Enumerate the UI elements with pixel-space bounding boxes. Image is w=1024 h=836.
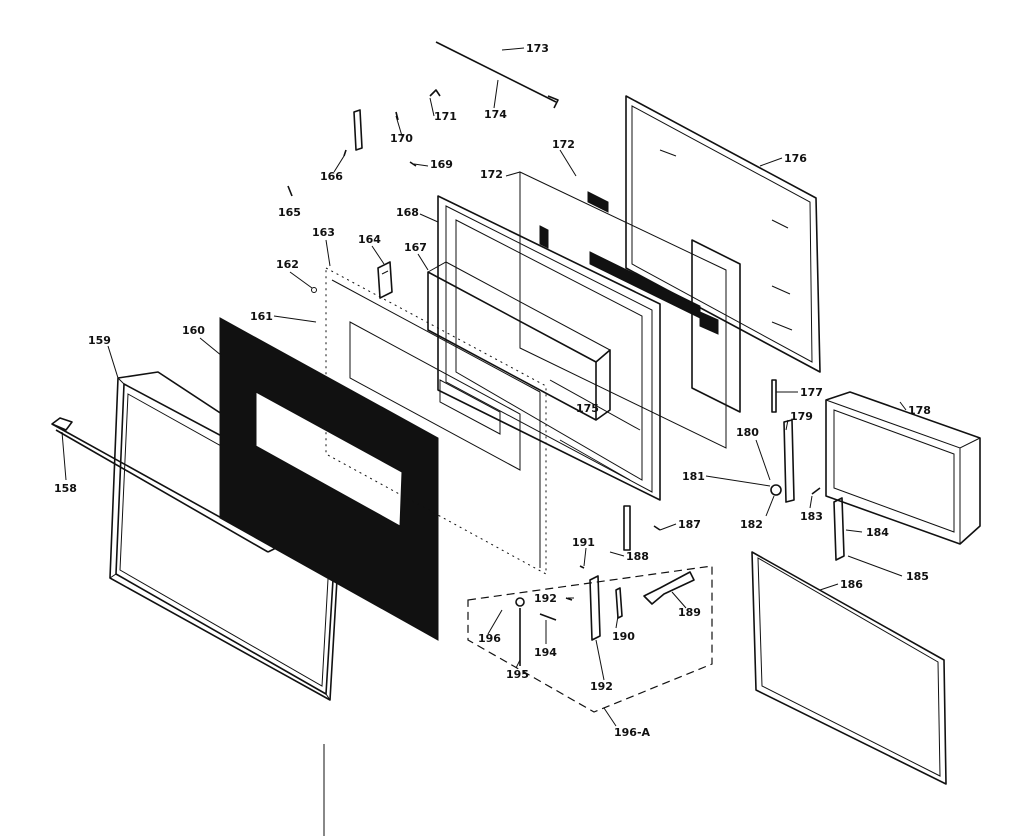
label-172a: 172 [480, 168, 503, 181]
parts-177-185 [770, 379, 845, 561]
label-192a: 192 [534, 592, 557, 605]
label-182: 182 [740, 518, 763, 531]
part-178-box [825, 391, 981, 545]
label-188: 188 [626, 550, 649, 563]
label-167: 167 [404, 241, 427, 254]
label-194: 194 [534, 646, 557, 659]
label-168: 168 [396, 206, 419, 219]
part-168-door-frame [437, 195, 661, 501]
label-174: 174 [484, 108, 507, 121]
label-166: 166 [320, 170, 343, 183]
label-196: 196 [478, 632, 501, 645]
label-163: 163 [312, 226, 335, 239]
label-172b: 172 [552, 138, 575, 151]
label-158: 158 [54, 482, 77, 495]
label-181: 181 [682, 470, 705, 483]
label-185: 185 [906, 570, 929, 583]
label-179: 179 [790, 410, 813, 423]
label-160: 160 [182, 324, 205, 337]
part-172-insulation-panel [519, 171, 727, 449]
label-195: 195 [506, 668, 529, 681]
label-162: 162 [276, 258, 299, 271]
label-180: 180 [736, 426, 759, 439]
label-171: 171 [434, 110, 457, 123]
label-187: 187 [678, 518, 701, 531]
label-176: 176 [784, 152, 807, 165]
label-190: 190 [612, 630, 635, 643]
part-196a-assembly [467, 505, 713, 713]
label-191: 191 [572, 536, 595, 549]
label-173: 173 [526, 42, 549, 55]
label-178: 178 [908, 404, 931, 417]
label-184: 184 [866, 526, 889, 539]
part-176-back-panel [625, 95, 821, 413]
label-177: 177 [800, 386, 823, 399]
part-186-glass-panel [751, 551, 947, 785]
part-160-black-panel [219, 317, 439, 641]
leader-lines [61, 47, 907, 727]
label-186: 186 [840, 578, 863, 591]
label-169: 169 [430, 158, 453, 171]
small-fasteners [287, 89, 441, 293]
label-175: 175 [576, 402, 599, 415]
part-labels: 158 159 160 161 162 163 164 165 166 167 … [54, 42, 931, 739]
label-165: 165 [278, 206, 301, 219]
label-164: 164 [358, 233, 381, 246]
label-159: 159 [88, 334, 111, 347]
label-196a: 196-A [614, 726, 651, 739]
label-161: 161 [250, 310, 273, 323]
label-170: 170 [390, 132, 413, 145]
label-189: 189 [678, 606, 701, 619]
part-164-bracket [377, 261, 393, 299]
part-167-inner-liner [427, 261, 611, 421]
label-192b: 192 [590, 680, 613, 693]
label-183: 183 [800, 510, 823, 523]
part-174-rod [435, 41, 559, 109]
